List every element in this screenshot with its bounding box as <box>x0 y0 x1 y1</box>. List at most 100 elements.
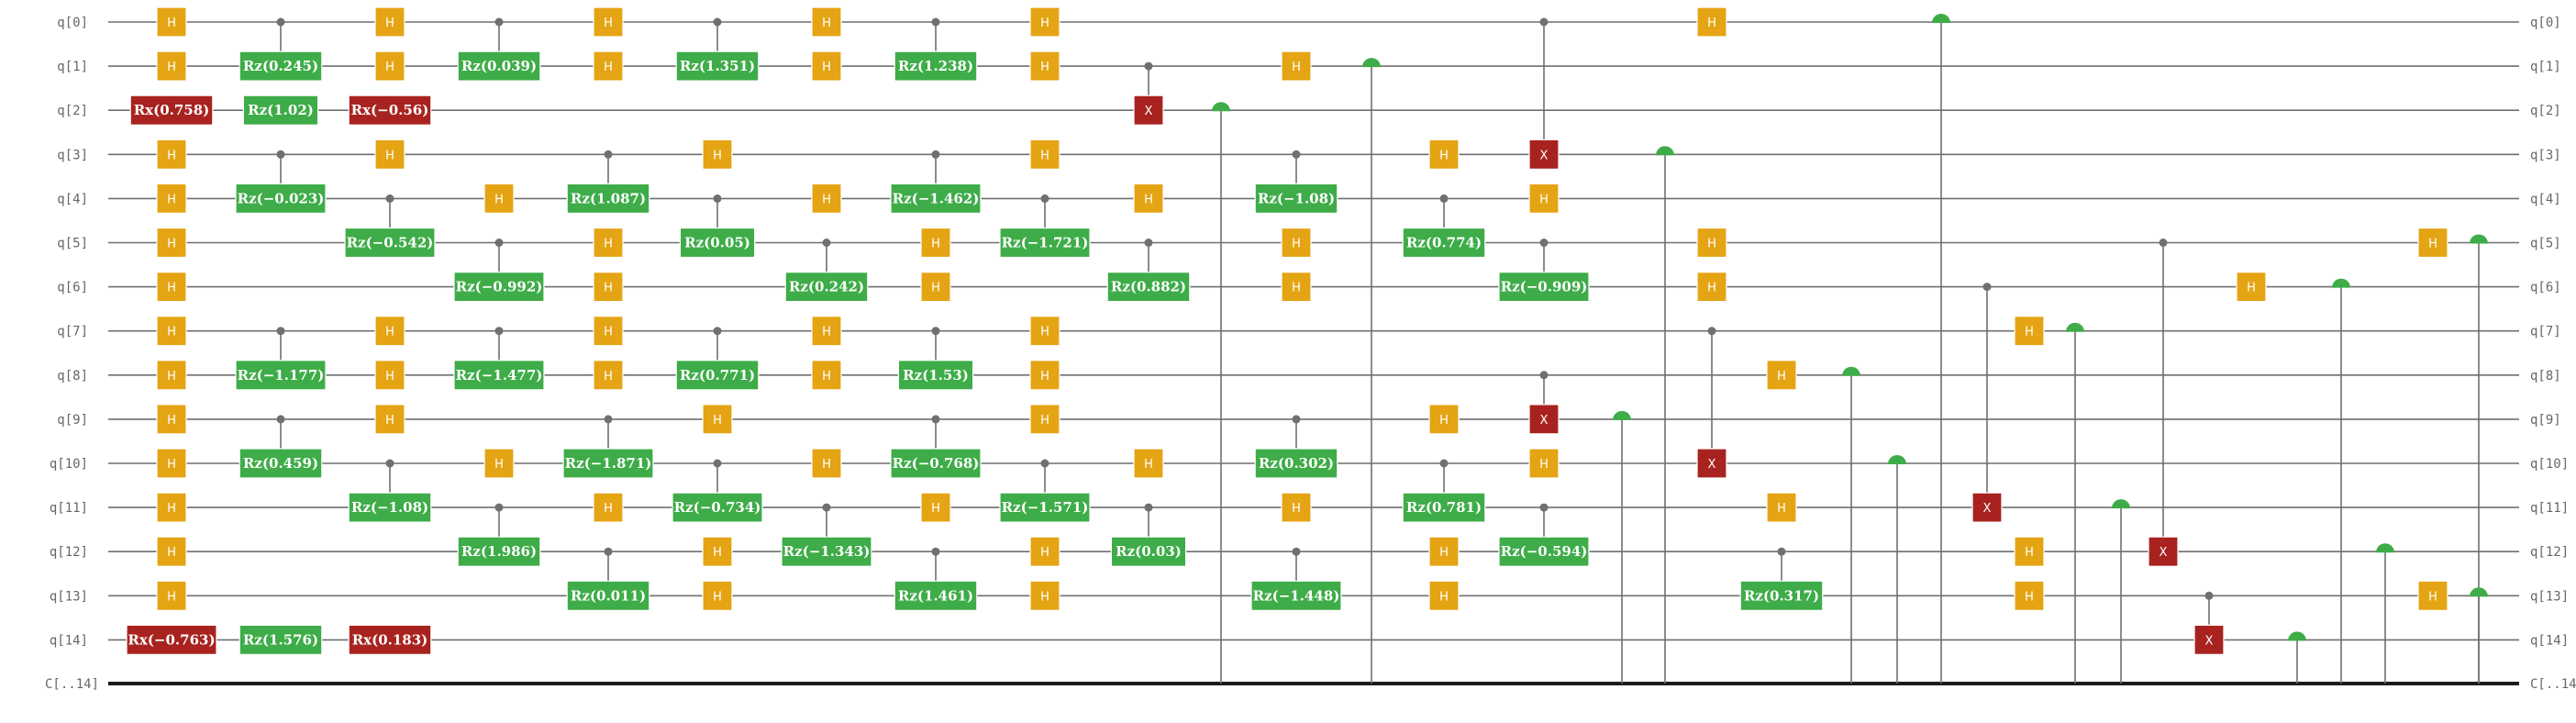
gate-box <box>1281 227 1312 259</box>
rx-gate: Rx(−0.763) <box>126 624 217 656</box>
gate-label: Rx(−0.763) <box>128 631 215 648</box>
gate-label: H <box>167 370 176 384</box>
rz-gate: Rz(1.461) <box>894 580 978 611</box>
gate-box <box>239 624 323 656</box>
h-gate: H <box>2014 536 2045 567</box>
x-gate: X <box>1133 95 1164 126</box>
gate-label: X <box>1145 105 1153 118</box>
wire-label-right: q[1] <box>2530 60 2561 74</box>
gate-box <box>1254 183 1338 214</box>
gate-label: X <box>2205 634 2214 648</box>
gate-label: H <box>1439 546 1449 560</box>
gate-label: H <box>604 282 613 295</box>
gate-label: X <box>1708 458 1716 472</box>
h-gate: H <box>811 316 842 347</box>
rz-gate: Rz(1.02) <box>242 95 319 126</box>
gate-box <box>156 580 187 611</box>
gate-box <box>1029 580 1060 611</box>
gate-box <box>811 316 842 347</box>
gate-box <box>920 492 951 523</box>
gate-label: H <box>1292 282 1301 295</box>
gate-box <box>156 448 187 479</box>
gate-label: H <box>1707 17 1716 30</box>
rz-gate: Rz(1.351) <box>675 50 760 82</box>
control-dot <box>604 547 613 556</box>
h-gate: H <box>1696 227 1727 259</box>
gate-label: Rz(0.011) <box>571 587 646 604</box>
control-dot <box>385 459 394 468</box>
gate-box <box>129 95 214 126</box>
connector-layer <box>280 22 2480 684</box>
gate-label: H <box>931 282 940 295</box>
gate-box <box>374 316 405 347</box>
gate-label: X <box>1540 149 1549 162</box>
control-dot <box>1982 283 1992 292</box>
gate-box <box>1428 139 1460 170</box>
gate-box <box>1766 360 1797 391</box>
gate-label: H <box>167 502 176 516</box>
h-gate: H <box>593 492 624 523</box>
gate-label: H <box>713 414 722 428</box>
rz-gate: Rz(0.882) <box>1106 272 1191 303</box>
rz-gate: Rz(0.242) <box>784 272 869 303</box>
gate-box <box>156 50 187 82</box>
gate-box <box>348 95 432 126</box>
rx-gate: Rx(0.758) <box>129 95 214 126</box>
wire-label-right: q[2] <box>2530 104 2561 118</box>
wire-label-right: q[13] <box>2530 589 2569 604</box>
measure-gate <box>2332 278 2350 288</box>
gate-label: Rz(−1.871) <box>565 455 652 472</box>
gate-label: Rz(−0.594) <box>1501 543 1588 560</box>
gate-box <box>566 183 650 214</box>
gate-label: X <box>1983 502 1992 516</box>
rz-gate: Rz(−1.462) <box>890 183 982 214</box>
wire-label-left: q[7] <box>57 325 88 339</box>
rz-gate: Rz(1.576) <box>239 624 323 656</box>
rz-gate: Rz(0.317) <box>1739 580 1824 611</box>
gate-label: H <box>494 458 504 472</box>
rz-gate: Rz(1.53) <box>897 360 974 391</box>
gate-box <box>156 139 187 170</box>
h-gate: H <box>374 360 405 391</box>
h-gate: H <box>374 316 405 347</box>
wire-label-left: q[11] <box>50 501 88 516</box>
h-gate: H <box>1696 272 1727 303</box>
measure-gate <box>1656 146 1674 156</box>
gate-label: H <box>1439 149 1449 162</box>
gate-box <box>1110 536 1187 567</box>
h-gate: H <box>1428 139 1460 170</box>
gate-box <box>1428 536 1460 567</box>
gate-label: H <box>604 502 613 516</box>
h-gate: H <box>920 492 951 523</box>
h-gate: H <box>1133 448 1164 479</box>
gate-box <box>235 360 327 391</box>
gate-label: H <box>1040 370 1049 384</box>
measure-gate <box>2066 322 2084 332</box>
rz-gate: Rz(−1.177) <box>235 360 327 391</box>
control-dot <box>713 327 722 336</box>
gate-box <box>1696 6 1727 38</box>
gate-box <box>1029 360 1060 391</box>
wire-label-left: q[13] <box>50 589 88 604</box>
wire-label-left: q[6] <box>57 281 88 295</box>
gate-box <box>1029 6 1060 38</box>
control-dot <box>931 415 940 424</box>
gate-box <box>811 360 842 391</box>
gate-label: Rz(0.302) <box>1259 455 1334 472</box>
gate-label: H <box>604 17 613 30</box>
gate-label: Rz(1.238) <box>898 58 973 74</box>
x-gate: X <box>2148 536 2179 567</box>
gate-box <box>239 50 323 82</box>
h-gate: H <box>1696 6 1727 38</box>
control-dot <box>494 239 504 247</box>
gate-box <box>2417 580 2448 611</box>
h-gate: H <box>374 50 405 82</box>
control-dot <box>494 503 504 512</box>
h-gate: H <box>593 360 624 391</box>
h-gate: H <box>156 50 187 82</box>
rz-gate: Rz(−0.734) <box>672 492 763 523</box>
gate-label: H <box>167 282 176 295</box>
h-gate: H <box>811 360 842 391</box>
gate-box <box>239 448 323 479</box>
